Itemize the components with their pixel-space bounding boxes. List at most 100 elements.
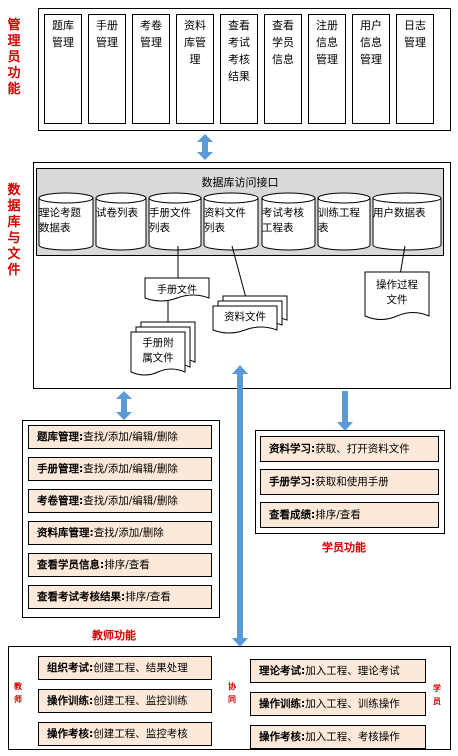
- admin-box: 手册 管理: [88, 14, 126, 124]
- student-row: 手册学习:获取和使用手册: [260, 469, 439, 495]
- collab-student-row-desc: 加入工程、考核操作: [305, 731, 400, 743]
- table-cylinder: [95, 192, 147, 251]
- database-tables: [38, 192, 442, 251]
- table-cylinder: [148, 192, 202, 251]
- admin-box: 查看 考试 考核 结果: [220, 14, 258, 124]
- collab-teacher-row-desc: 创建工程、监控考核: [93, 728, 188, 740]
- teacher-row-desc: 排序/查看: [125, 591, 171, 603]
- teacher-row: 资料库管理:查找/添加/删除: [28, 521, 212, 545]
- oplog-label-line2: 文件: [386, 294, 408, 306]
- collab-teacher-row-title: 操作训练:: [47, 695, 94, 707]
- teacher-row: 题库管理:查找/添加/编辑/删除: [28, 425, 212, 449]
- student-row-title: 查看成绩:: [269, 509, 316, 521]
- teacher-row: 手册管理:查找/添加/编辑/删除: [28, 457, 212, 481]
- collab-student-label: 学员: [433, 684, 441, 706]
- table-label-line2: 数据表: [39, 222, 71, 234]
- table-label-line2: 工程表: [262, 222, 294, 234]
- table-label-line1: 试卷列表: [96, 207, 138, 219]
- db-interface-title: 数据库访问接口: [201, 176, 279, 189]
- admin-box: 日志 管理: [396, 14, 434, 124]
- teacher-row-title: 题库管理:: [37, 431, 84, 443]
- table-label: 训练工程表: [318, 206, 374, 236]
- arrow-admin-db: [197, 134, 213, 160]
- teacher-row-title: 查看学员信息:: [37, 559, 105, 571]
- admin-box: 资料 库管 理: [176, 14, 214, 124]
- collab-teacher-row-desc: 创建工程、结果处理: [93, 662, 188, 674]
- collab-teacher-row-title: 组织考试:: [47, 662, 94, 674]
- table-label: 用户数据表: [373, 206, 445, 221]
- oplog-file-doc: [364, 271, 430, 320]
- table-label-line2: 表: [318, 222, 329, 234]
- table-label: 考试考核工程表: [262, 206, 319, 236]
- arrow-db-collab: [232, 365, 248, 647]
- collab-mid-label: 协同: [228, 682, 236, 704]
- admin-section-label: 管理员功能: [7, 18, 21, 97]
- table-label: 理论考题数据表: [39, 206, 97, 236]
- student-row: 资料学习:获取、打开资料文件: [260, 436, 439, 462]
- table-cylinder: [38, 192, 94, 251]
- teacher-row-title: 查看考试考核结果:: [37, 591, 126, 603]
- student-row-desc: 获取和使用手册: [315, 476, 389, 488]
- table-label-line1: 训练工程: [318, 207, 360, 219]
- collab-student-row-title: 理论考试:: [259, 665, 306, 677]
- collab-teacher-row-desc: 创建工程、监控训练: [93, 695, 188, 707]
- attachment-label-line1: 手册附: [142, 337, 174, 349]
- teacher-row-desc: 查找/添加/删除: [93, 527, 164, 539]
- collab-teacher-row: 组织考试:创建工程、结果处理: [38, 656, 212, 680]
- table-label-line1: 手册文件: [149, 207, 191, 219]
- student-row: 查看成绩:排序/查看: [260, 502, 439, 528]
- oplog-file-label: 操作过程 文件: [365, 278, 429, 308]
- table-label-line2: 列表: [204, 222, 225, 234]
- collab-teacher-row: 操作训练:创建工程、监控训练: [38, 689, 212, 713]
- arrow-db-student: [337, 391, 353, 431]
- table-label-line1: 用户数据表: [373, 207, 426, 219]
- teacher-row-desc: 排序/查看: [104, 559, 150, 571]
- attachment-files-doc: [130, 321, 196, 376]
- teacher-row-desc: 查找/添加/编辑/删除: [83, 463, 178, 475]
- table-label-line1: 理论考题: [39, 207, 81, 219]
- collab-student-row: 操作考核:加入工程、考核操作: [250, 725, 426, 749]
- table-cylinder: [261, 192, 316, 251]
- collab-teacher-row: 操作考核:创建工程、监控考核: [38, 722, 212, 746]
- collab-student-row: 操作训练:加入工程、训练操作: [250, 692, 426, 716]
- student-section-label: 学员功能: [322, 541, 366, 554]
- collab-student-row-desc: 加入工程、理论考试: [305, 665, 400, 677]
- collab-student-row-title: 操作训练:: [259, 698, 306, 710]
- manual-file-doc: [144, 277, 210, 302]
- collab-student-row-desc: 加入工程、训练操作: [305, 698, 400, 710]
- table-cylinder: [317, 192, 371, 251]
- collab-student-row: 理论考试:加入工程、理论考试: [250, 659, 426, 683]
- table-cylinder: [372, 192, 442, 251]
- table-label-line2: 列表: [149, 222, 170, 234]
- manual-file-label: 手册文件: [157, 285, 197, 296]
- table-cylinder: [203, 192, 259, 251]
- student-row-title: 手册学习:: [269, 476, 316, 488]
- connector-material: [231, 245, 247, 299]
- admin-box: 用户 信息 管理: [352, 14, 390, 124]
- table-label: 手册文件列表: [149, 206, 205, 236]
- material-file-label: 资料文件: [224, 311, 266, 323]
- collab-teacher-row-title: 操作考核:: [47, 728, 94, 740]
- teacher-row-title: 资料库管理:: [37, 527, 94, 539]
- teacher-row-desc: 查找/添加/编辑/删除: [83, 495, 178, 507]
- db-section-label: 数据库与文件: [7, 183, 21, 278]
- attachment-label-line2: 属文件: [142, 352, 174, 364]
- table-label: 资料文件列表: [204, 206, 262, 236]
- table-label: 试卷列表: [96, 206, 150, 221]
- student-row-desc: 获取、打开资料文件: [315, 443, 410, 455]
- oplog-label-line1: 操作过程: [376, 279, 418, 291]
- table-label-line1: 资料文件: [204, 207, 246, 219]
- table-label-line1: 考试考核: [262, 207, 304, 219]
- material-files-doc: [212, 295, 288, 334]
- admin-box: 题库 管理: [44, 14, 82, 124]
- arrow-db-teacher: [116, 391, 132, 420]
- teacher-section-label: 教师功能: [92, 629, 136, 642]
- student-row-title: 资料学习:: [269, 443, 316, 455]
- collab-teacher-label: 教师: [14, 682, 22, 704]
- attachment-file-label: 手册附 属文件: [131, 336, 185, 366]
- admin-box: 查看 学员 信息: [264, 14, 302, 124]
- teacher-row: 查看考试考核结果:排序/查看: [28, 585, 212, 609]
- teacher-row-title: 考卷管理:: [37, 495, 84, 507]
- teacher-row: 考卷管理:查找/添加/编辑/删除: [28, 489, 212, 513]
